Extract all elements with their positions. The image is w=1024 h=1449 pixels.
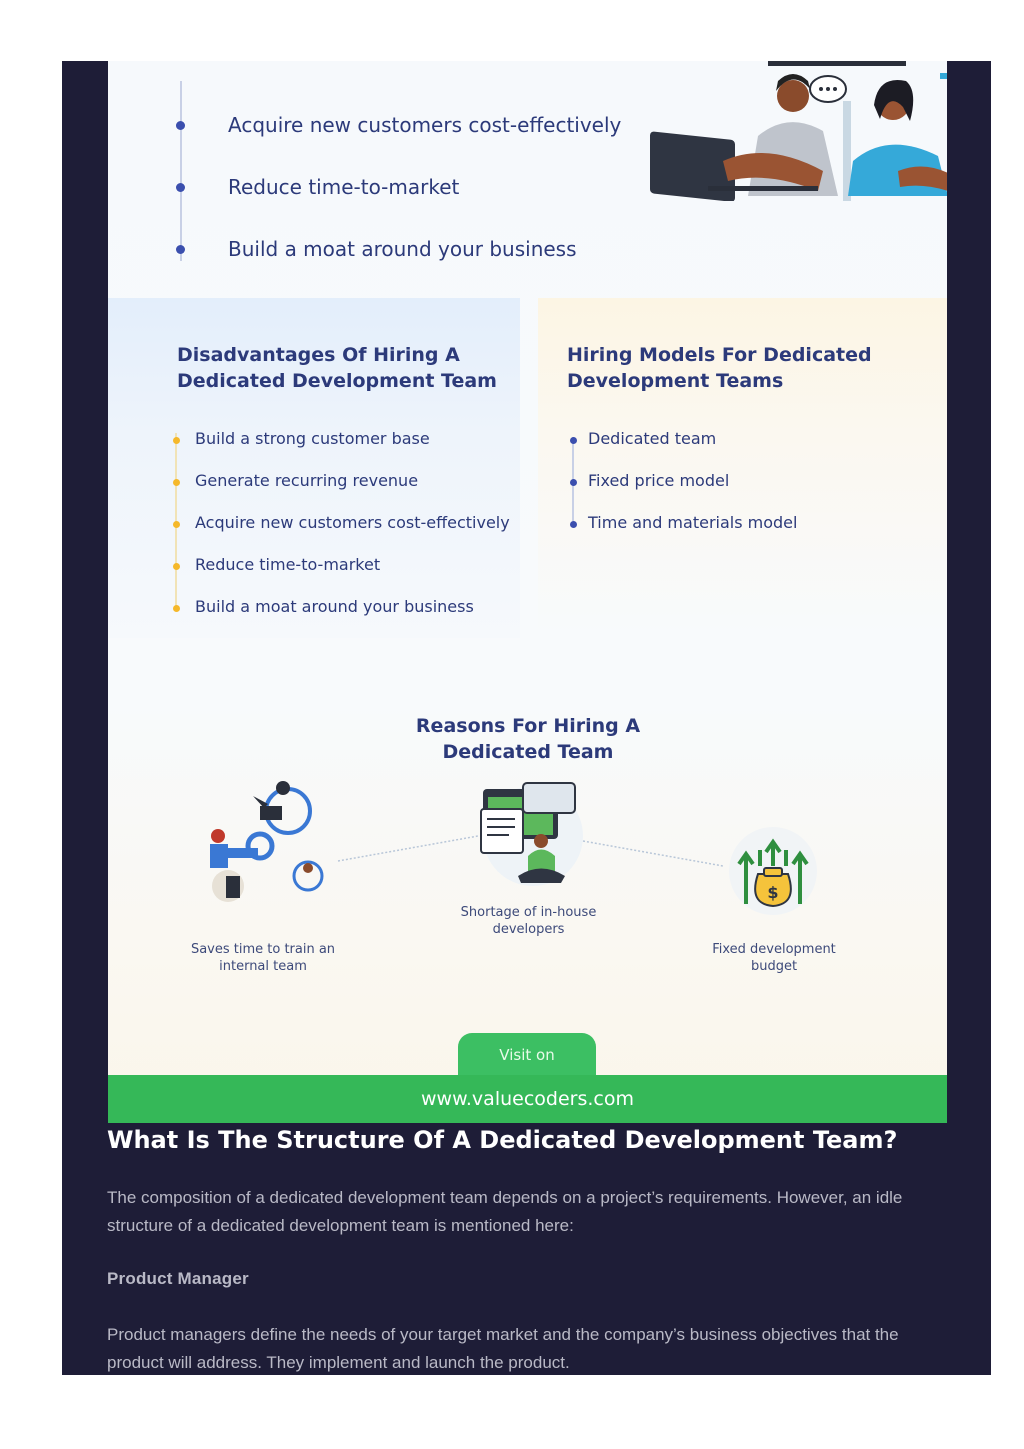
svg-text:$: $ [767, 883, 778, 902]
bullet-icon [173, 521, 180, 528]
reason-caption: Shortage of in-house developers [460, 905, 597, 937]
list-item: Fixed price model [588, 471, 730, 490]
timeline-line [180, 81, 182, 261]
intro-paragraph: The composition of a dedicated developme… [107, 1188, 903, 1235]
list-item: Time and materials model [588, 513, 798, 532]
list-item-text: Reduce time-to-market [228, 175, 460, 199]
reason-caption: Saves time to train an internal team [190, 942, 336, 974]
list-item: Reduce time-to-market [195, 555, 381, 574]
bullet-icon [570, 479, 577, 486]
team-training-icon [210, 781, 324, 902]
bullet-icon [173, 437, 180, 444]
developer-screens-icon [480, 782, 583, 886]
list-item: Generate recurring revenue [195, 471, 419, 490]
disadvantages-panel: Disadvantages Of Hiring A Dedicated Deve… [108, 298, 520, 638]
money-bag-icon: $ [729, 827, 817, 915]
section-heading: What Is The Structure Of A Dedicated Dev… [107, 1126, 898, 1154]
role-paragraph: Product managers define the needs of you… [107, 1325, 899, 1372]
disadvantages-title: Disadvantages Of Hiring A Dedicated Deve… [177, 344, 497, 392]
reasons-title: Reasons For Hiring A Dedicated Team [415, 715, 641, 763]
website-url-bar: www.valuecoders.com [108, 1075, 947, 1123]
team-working-illustration [650, 61, 947, 201]
bullet-icon [176, 182, 185, 192]
bullet-icon [173, 605, 180, 612]
list-item: Dedicated team [588, 429, 717, 448]
visit-on-label: Visit on [458, 1033, 596, 1077]
hiring-models-title: Hiring Models For Dedicated Development … [567, 344, 872, 392]
list-item: Build a strong customer base [195, 429, 430, 448]
bullet-icon [570, 437, 577, 444]
list-item-text: Acquire new customers cost-effectively [228, 113, 622, 137]
timeline-line [175, 433, 177, 608]
bullet-icon [173, 479, 180, 486]
role-heading: Product Manager [107, 1269, 249, 1288]
bullet-icon [176, 244, 185, 254]
bullet-icon [173, 563, 180, 570]
bullet-icon [176, 120, 185, 130]
hiring-models-panel: Hiring Models For Dedicated Development … [538, 298, 947, 638]
article-container: Acquire new customers cost-effectively R… [62, 61, 991, 1375]
reason-caption: Fixed development budget [712, 942, 836, 974]
list-item: Build a moat around your business [195, 597, 474, 616]
list-item: Acquire new customers cost-effectively [195, 513, 510, 532]
list-item-text: Build a moat around your business [228, 237, 577, 261]
bullet-icon [570, 521, 577, 528]
infographic-image: Acquire new customers cost-effectively R… [108, 61, 947, 1123]
